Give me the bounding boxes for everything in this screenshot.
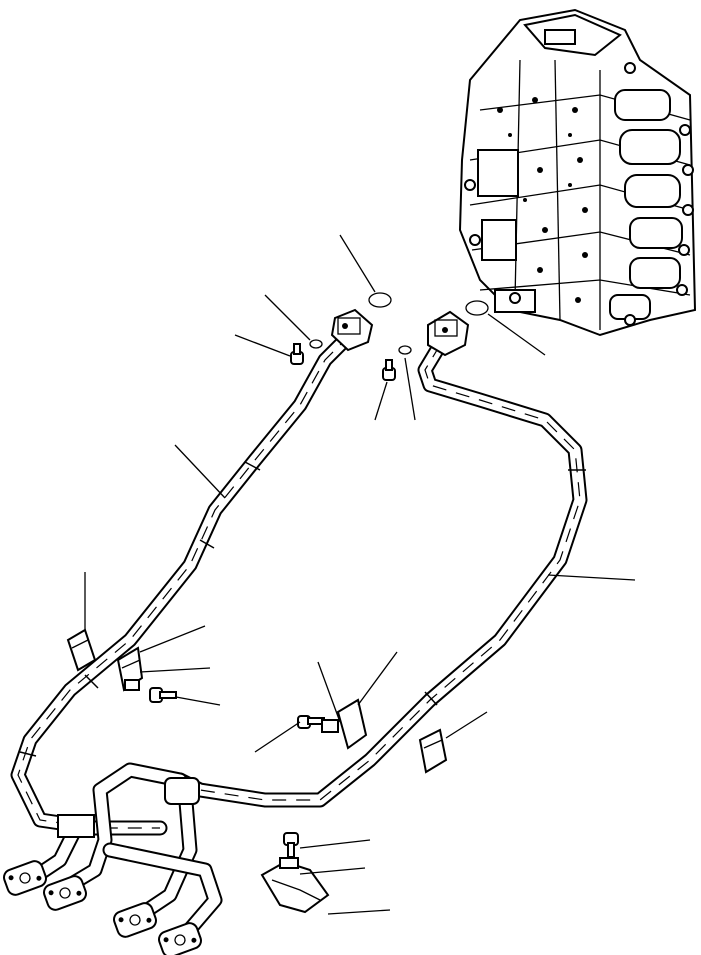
o-ring <box>309 339 323 349</box>
leader-line <box>374 381 388 421</box>
hose-clamp <box>418 728 448 774</box>
callout-leaders <box>84 234 636 915</box>
leader-line <box>254 721 301 753</box>
leader-line <box>357 651 398 706</box>
manifold-pipes <box>22 762 223 943</box>
leader-line <box>139 625 206 653</box>
leader-line <box>547 574 636 581</box>
manifold-block-right <box>164 777 200 805</box>
flange-bolt <box>382 359 396 381</box>
leader-line <box>299 839 371 849</box>
clamp-bolt <box>149 687 177 703</box>
hose-flange-right <box>427 310 470 357</box>
hose-right <box>172 337 588 808</box>
clamp-bracket <box>321 698 368 750</box>
control-valve-assembly <box>458 8 697 337</box>
hose-clamp <box>66 628 97 672</box>
leader-line <box>299 867 366 875</box>
leader-line <box>317 661 341 723</box>
leader-line <box>327 909 391 915</box>
leader-line <box>445 711 488 739</box>
leader-line <box>139 667 211 673</box>
leader-line <box>175 696 221 706</box>
clamp-spacer <box>124 679 140 691</box>
o-ring <box>465 300 489 316</box>
manifold-flanges <box>3 860 202 955</box>
hose-left <box>10 327 358 836</box>
o-ring <box>398 345 412 355</box>
clamp-bracket <box>260 857 330 914</box>
clamp-bolt <box>283 832 299 858</box>
manifold-block-left <box>57 814 95 838</box>
leader-line <box>174 444 226 499</box>
leader-line <box>339 234 376 293</box>
o-ring <box>368 292 392 308</box>
leader-line <box>487 313 546 356</box>
leader-line <box>264 294 311 341</box>
clamp-bolt <box>297 715 325 729</box>
leader-line <box>404 357 416 421</box>
flange-bolt <box>290 343 304 365</box>
hose-flange-left <box>330 308 374 352</box>
leader-line <box>234 334 291 357</box>
